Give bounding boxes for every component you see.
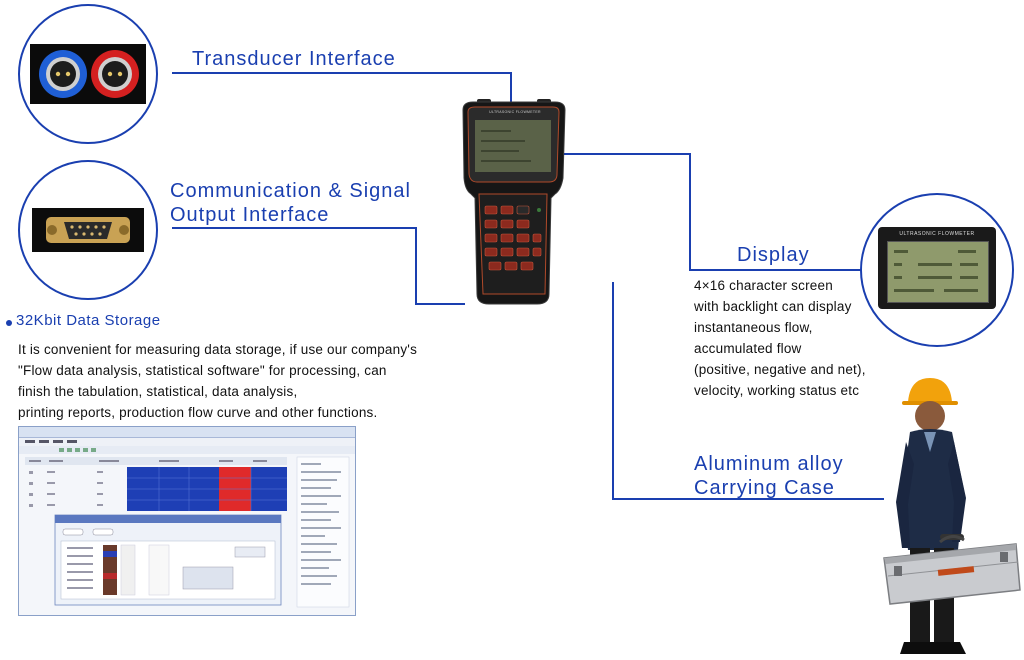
comm-connector-line-vertical bbox=[415, 227, 417, 305]
display-zoom-circle: ULTRASONIC FLOWMETER bbox=[860, 193, 1014, 347]
software-toolbar bbox=[19, 446, 355, 454]
display-desc-line-1: 4×16 character screen bbox=[694, 278, 833, 293]
worker-with-carrying-case bbox=[880, 372, 1024, 660]
display-zoom-header: ULTRASONIC FLOWMETER bbox=[899, 231, 975, 237]
display-connector-line-vertical bbox=[689, 153, 691, 271]
display-zoom-screen: ULTRASONIC FLOWMETER bbox=[878, 227, 996, 309]
software-table-graphic bbox=[25, 440, 350, 608]
device-header-text: ULTRASONIC FLOWMETER bbox=[489, 110, 541, 114]
handheld-flowmeter: ULTRASONIC FLOWMETER bbox=[459, 98, 571, 308]
storage-desc-line-3: finish the tabulation, statistical, data… bbox=[18, 384, 298, 399]
transducer-interface-circle bbox=[18, 4, 158, 144]
storage-desc-line-2: "Flow data analysis, statistical softwar… bbox=[18, 363, 387, 378]
transducer-connectors-photo bbox=[30, 44, 146, 104]
storage-desc-line-4: printing reports, production flow curve … bbox=[18, 405, 378, 420]
display-zoom-lcd bbox=[887, 241, 989, 303]
communication-interface-circle bbox=[18, 160, 158, 300]
case-connector-line-bottom bbox=[612, 498, 884, 500]
display-desc-line-5: (positive, negative and net), bbox=[694, 362, 866, 377]
storage-heading: 32Kbit Data Storage bbox=[16, 312, 161, 329]
case-label-line1: Aluminum alloy bbox=[694, 453, 844, 475]
display-label: Display bbox=[737, 244, 810, 266]
software-menubar bbox=[19, 438, 355, 446]
communication-label-line1: Communication & Signal bbox=[170, 180, 411, 202]
display-desc-line-4: accumulated flow bbox=[694, 341, 802, 356]
transducer-connector-line bbox=[172, 72, 512, 74]
software-titlebar bbox=[19, 427, 355, 438]
display-connector-line bbox=[548, 153, 690, 155]
storage-bullet bbox=[6, 320, 12, 326]
case-connector-line bbox=[612, 282, 614, 500]
display-desc-line-6: velocity, working status etc bbox=[694, 383, 860, 398]
transducer-connector-line-vertical bbox=[510, 72, 512, 102]
serial-port-icon bbox=[46, 217, 130, 243]
flowmeter-device-icon bbox=[462, 99, 566, 305]
transducer-connectors-icon bbox=[39, 50, 139, 98]
display-connector-line-bottom bbox=[689, 269, 861, 271]
transducer-interface-label: Transducer Interface bbox=[192, 48, 396, 70]
software-screenshot bbox=[18, 426, 356, 616]
comm-connector-line-bottom bbox=[415, 303, 465, 305]
communication-label-line2: Output Interface bbox=[170, 204, 330, 226]
case-label-line2: Carrying Case bbox=[694, 477, 835, 499]
comm-connector-line bbox=[172, 227, 417, 229]
worker-figure-icon bbox=[883, 378, 1021, 654]
display-desc-line-2: with backlight can display bbox=[694, 299, 852, 314]
serial-port-photo bbox=[32, 208, 144, 252]
display-desc-line-3: instantaneous flow, bbox=[694, 320, 813, 335]
lcd-characters-icon bbox=[894, 250, 978, 292]
storage-desc-line-1: It is convenient for measuring data stor… bbox=[18, 342, 418, 357]
